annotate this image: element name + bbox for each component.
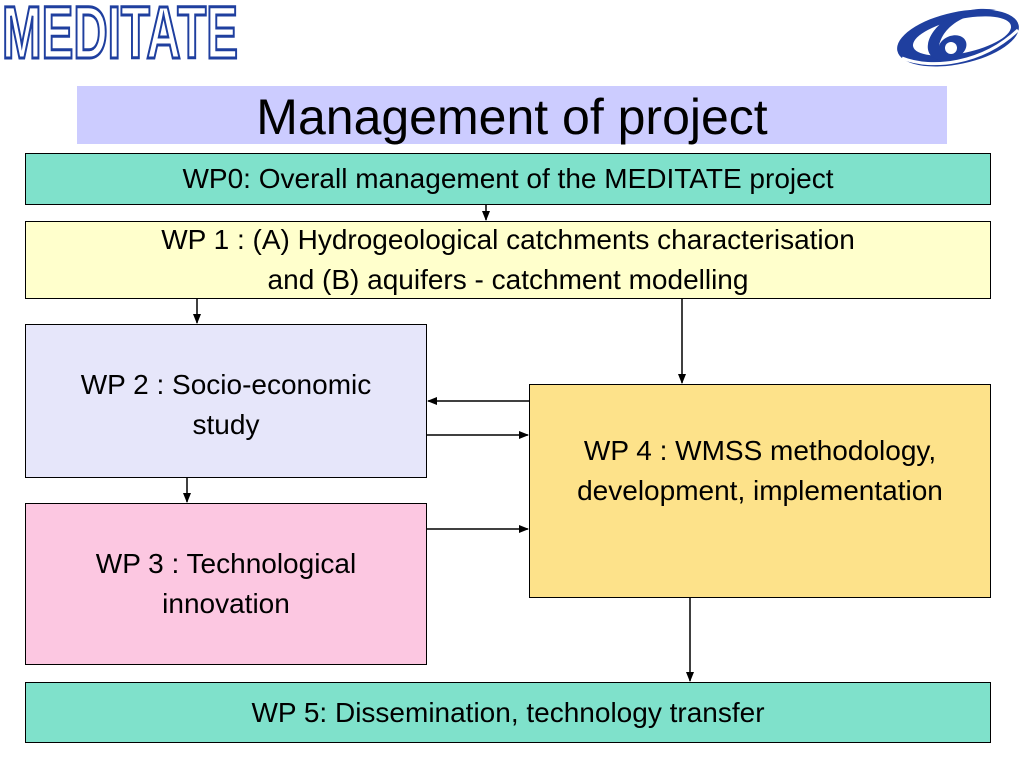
wp1-label-line2: and (B) aquifers - catchment modelling bbox=[267, 264, 749, 295]
wp2-box: WP 2 : Socio-economic study bbox=[25, 324, 427, 478]
title-band bbox=[77, 86, 947, 144]
meditate-logo: MEDITATE bbox=[1, 0, 240, 64]
meditate-logo-text: MEDITATE bbox=[2, 0, 238, 64]
wp5-label: WP 5: Dissemination, technology transfer bbox=[251, 696, 765, 728]
wp4-label-line1: WP 4 : WMSS methodology, bbox=[583, 435, 937, 466]
wp1-box: WP 1 : (A) Hydrogeological catchments ch… bbox=[25, 221, 991, 299]
wp4-label-line2: development, implementation bbox=[577, 475, 943, 506]
wp2-label-line1: WP 2 : Socio-economic bbox=[80, 369, 372, 400]
fp6-logo-icon bbox=[897, 8, 1020, 67]
wp4-box: WP 4 : WMSS methodology, development, im… bbox=[529, 384, 991, 598]
wp2-label-line2: study bbox=[192, 409, 260, 440]
wp0-box: WP0: Overall management of the MEDITATE … bbox=[25, 153, 991, 205]
wp0-label: WP0: Overall management of the MEDITATE … bbox=[182, 163, 834, 194]
page-title: Management of project bbox=[256, 89, 768, 145]
wp3-box: WP 3 : Technological innovation bbox=[25, 503, 427, 665]
wp1-label-line1: WP 1 : (A) Hydrogeological catchments ch… bbox=[161, 224, 855, 255]
wp5-box: WP 5: Dissemination, technology transfer bbox=[25, 682, 991, 743]
wp3-label-line1: WP 3 : Technological bbox=[95, 548, 357, 579]
wp3-label-line2: innovation bbox=[162, 588, 290, 619]
